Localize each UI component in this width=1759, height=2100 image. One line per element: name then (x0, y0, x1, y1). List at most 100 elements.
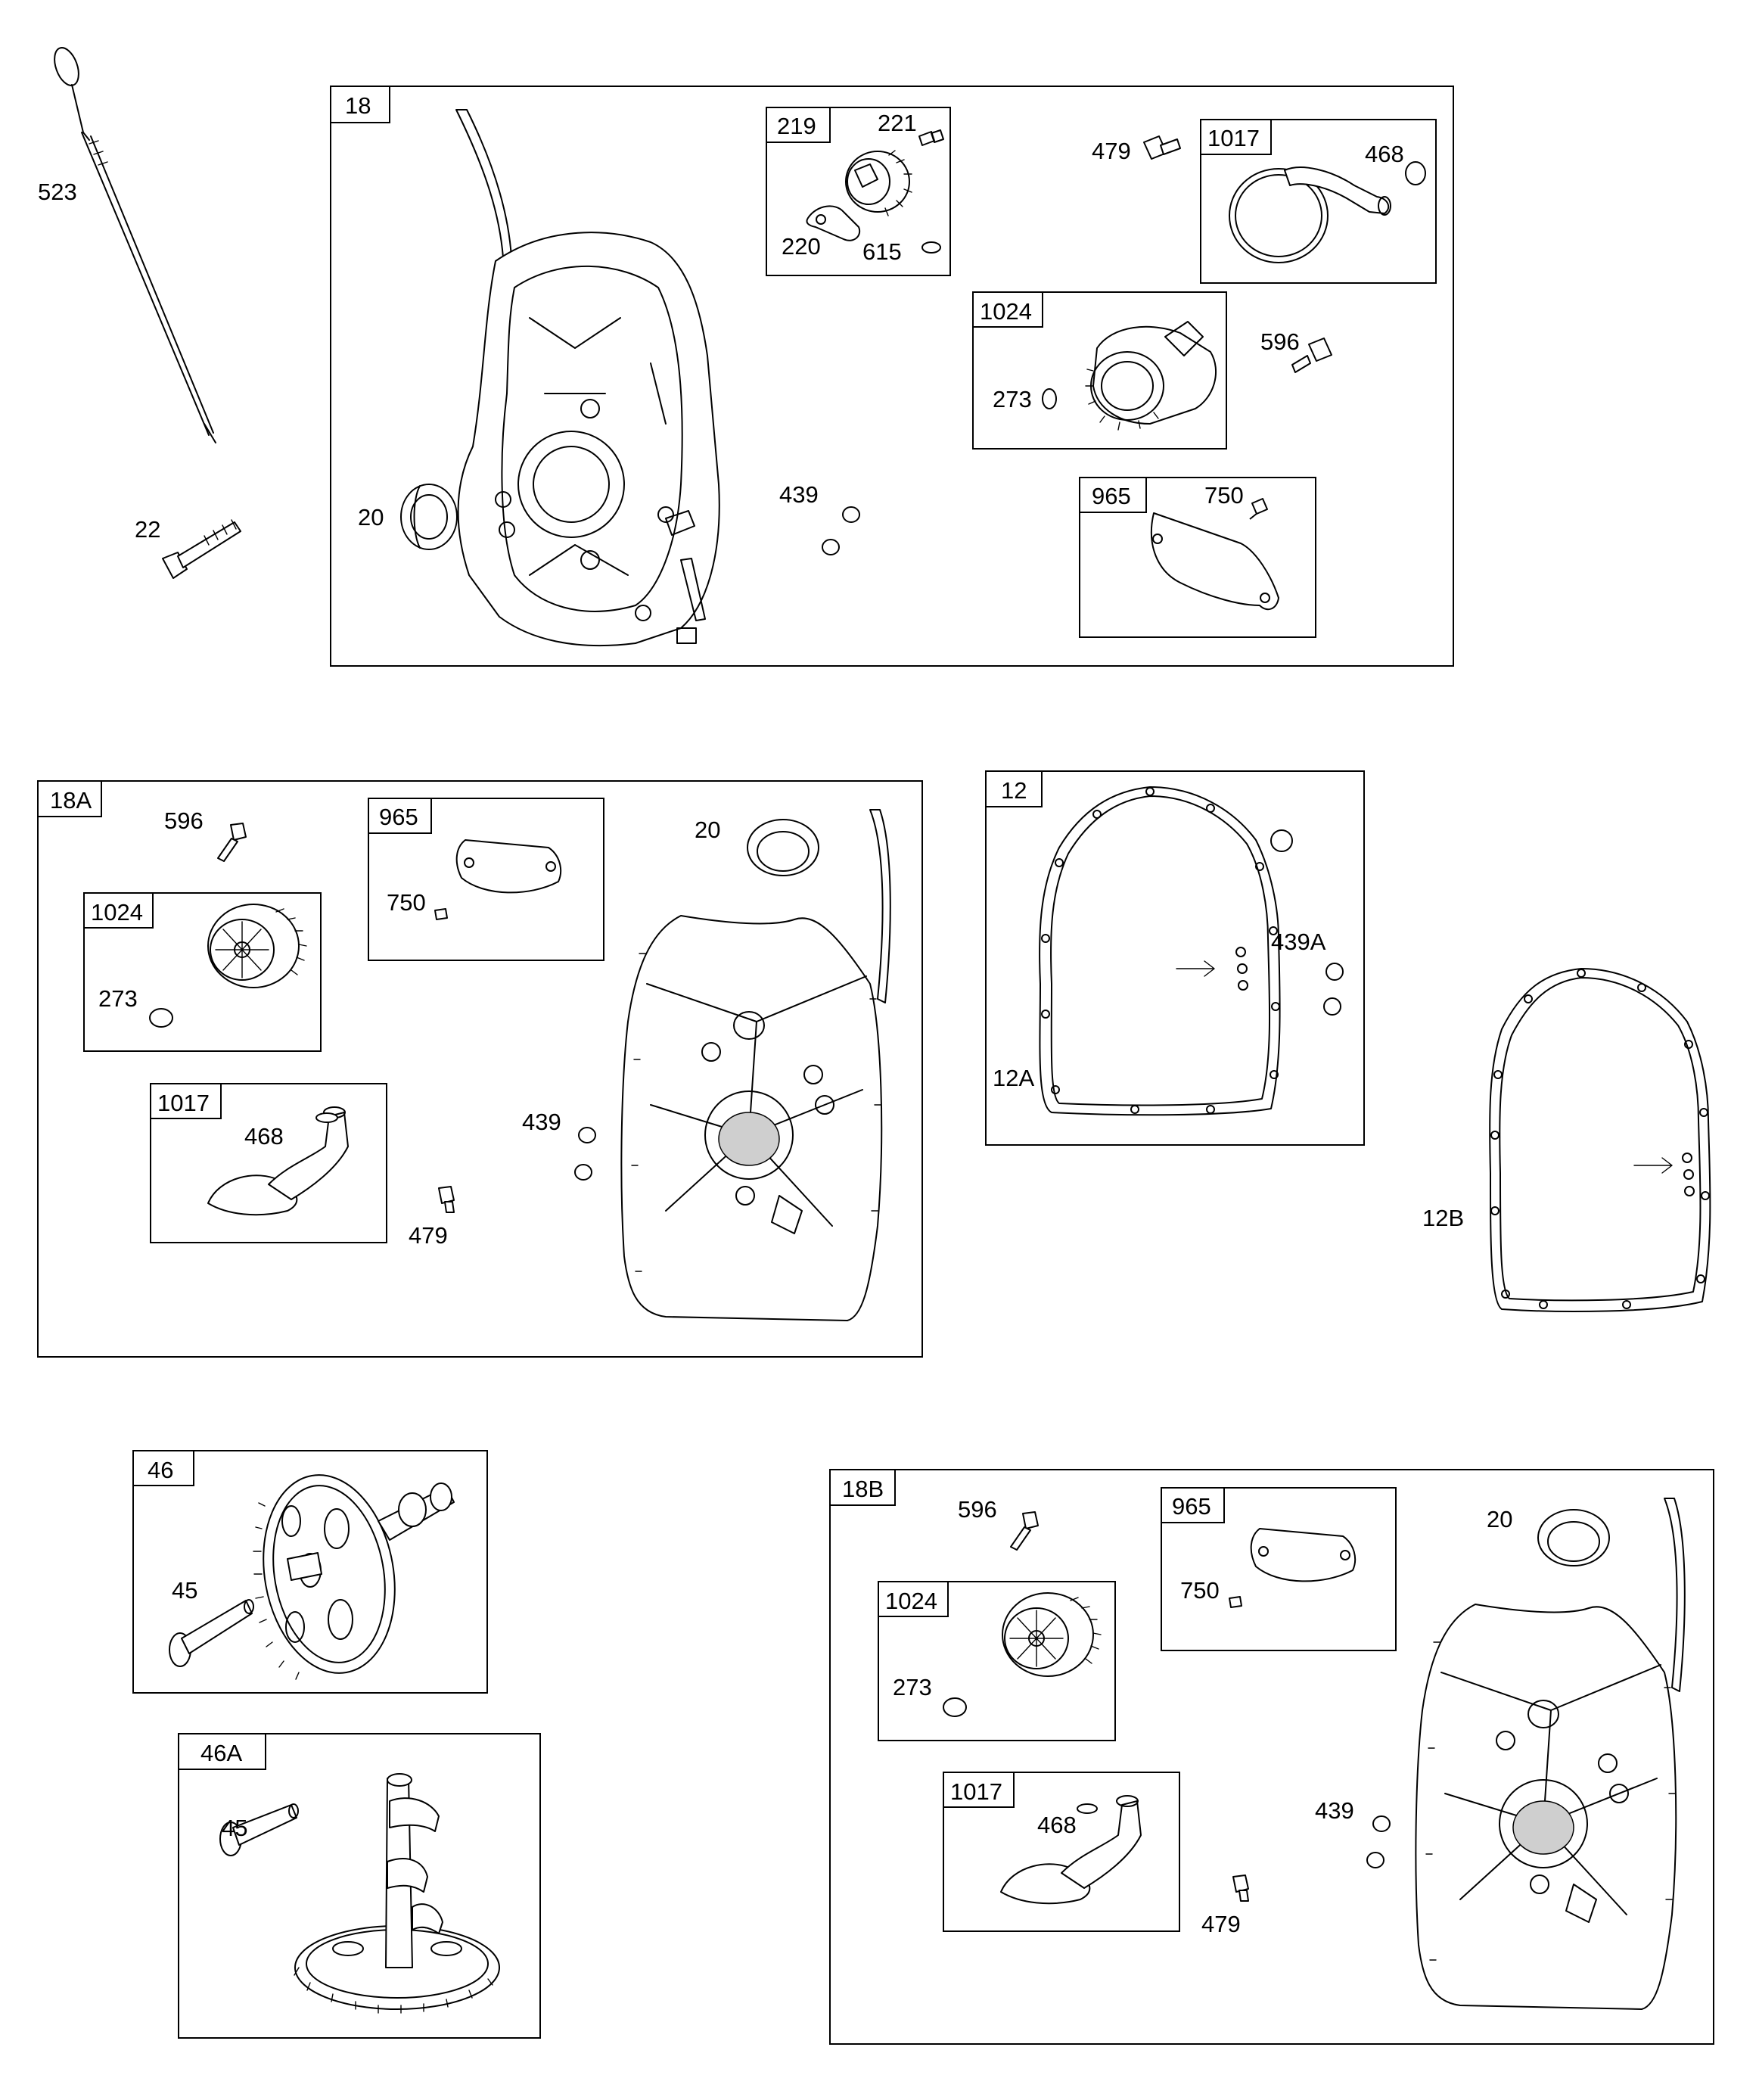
label-615: 615 (862, 238, 902, 265)
label-45: 45 (172, 1577, 197, 1604)
label-596: 596 (1260, 328, 1300, 355)
label-20: 20 (1487, 1506, 1512, 1532)
seal-20 (400, 484, 458, 550)
o-ring-439A (1270, 829, 1293, 852)
o-ring-439 (578, 1127, 596, 1143)
label-22: 22 (135, 516, 160, 543)
o-ring-273 (943, 1697, 967, 1717)
box-219-title: 219 (777, 113, 816, 139)
crankcase-cover (455, 109, 720, 647)
crankcase-cover (620, 809, 891, 1321)
label-12A: 12A (993, 1065, 1034, 1091)
label-273: 273 (98, 985, 138, 1012)
label-596: 596 (958, 1496, 997, 1523)
label-12B: 12B (1422, 1205, 1464, 1231)
seal-20 (1537, 1509, 1610, 1566)
bolt-479 (1143, 135, 1181, 160)
camshaft-gear (294, 1773, 500, 2014)
box-1017-title: 1017 (1207, 125, 1260, 151)
o-ring-468 (315, 1112, 338, 1123)
label-750: 750 (1204, 482, 1244, 509)
label-439: 439 (522, 1109, 561, 1135)
label-750: 750 (1180, 1577, 1220, 1604)
label-468: 468 (244, 1123, 284, 1150)
label-221: 221 (878, 110, 917, 136)
label-20: 20 (358, 504, 384, 530)
label-220: 220 (782, 233, 821, 260)
cover-965 (1150, 512, 1279, 611)
label-479: 479 (1092, 138, 1131, 164)
box-1024: 1024 273 (972, 291, 1227, 450)
bolt-22 (162, 519, 241, 579)
label-273: 273 (993, 386, 1032, 412)
box-219: 219 221 220 615 (766, 107, 951, 276)
oil-pickup (207, 1106, 349, 1216)
screw-750 (1249, 498, 1268, 520)
oil-pump (1002, 1592, 1102, 1677)
washer-615 (921, 241, 941, 254)
label-523: 523 (38, 179, 77, 205)
box-46-title: 46 (148, 1457, 173, 1483)
screw-750 (434, 908, 448, 920)
box-1017-title: 1017 (157, 1090, 210, 1116)
label-439: 439 (779, 481, 819, 508)
gasket-12B (1489, 968, 1711, 1312)
o-ring-273 (1042, 388, 1057, 409)
box-965-title: 965 (1092, 483, 1131, 509)
pin-45 (169, 1599, 254, 1667)
crankcase-cover (1415, 1498, 1686, 2010)
box-1024: 1024 273 (83, 892, 322, 1052)
o-ring-439A (1323, 997, 1341, 1016)
bolt-479 (1232, 1874, 1249, 1902)
seal-20 (747, 819, 819, 876)
o-ring-468 (1405, 161, 1426, 185)
label-479: 479 (1201, 1911, 1241, 1937)
cover-965 (455, 839, 562, 894)
o-ring-439 (1366, 1852, 1385, 1868)
o-ring-439 (1372, 1815, 1391, 1832)
label-468: 468 (1365, 141, 1404, 167)
box-1024: 1024 273 (878, 1581, 1116, 1741)
dipstick-523 (54, 47, 216, 443)
oil-pump (1085, 321, 1217, 431)
bolt-479 (438, 1186, 455, 1213)
box-1017: 1017 468 (150, 1083, 387, 1243)
pin-45 (219, 1803, 299, 1856)
box-1017: 1017 468 (943, 1772, 1180, 1932)
label-45: 45 (222, 1815, 247, 1841)
label-479: 479 (409, 1222, 448, 1249)
box-12-title: 12 (1001, 777, 1027, 804)
oil-pickup (1229, 166, 1391, 263)
gasket-12A (1039, 786, 1281, 1116)
box-18A: 18A 596 965 750 20 1024 (37, 780, 923, 1358)
box-18B-title: 18B (842, 1476, 884, 1502)
box-18B: 18B 596 965 750 20 1024 (829, 1469, 1714, 2045)
box-965: 965 750 (368, 798, 604, 961)
box-1017-title: 1017 (950, 1778, 1002, 1805)
oil-pump (207, 904, 307, 988)
box-1024-title: 1024 (91, 899, 143, 926)
box-965-title: 965 (1172, 1493, 1211, 1520)
o-ring-273 (149, 1008, 173, 1028)
screw-750 (1229, 1596, 1242, 1608)
box-1017: 1017 468 (1200, 119, 1437, 284)
box-46A: 46A 45 (178, 1733, 541, 2039)
box-965: 965 750 (1079, 477, 1316, 638)
box-965-title: 965 (379, 804, 418, 830)
box-46A-title: 46A (200, 1740, 242, 1766)
pin-221 (918, 129, 944, 146)
cover-965 (1250, 1528, 1357, 1582)
label-20: 20 (695, 817, 720, 843)
oil-pickup (1000, 1795, 1142, 1905)
camshaft-gear (253, 1474, 455, 1680)
label-596: 596 (164, 807, 204, 834)
label-750: 750 (387, 889, 426, 916)
label-439A: 439A (1271, 929, 1326, 955)
o-ring-439 (842, 506, 860, 523)
bolt-596 (217, 823, 247, 862)
box-46: 46 45 (132, 1450, 488, 1694)
label-273: 273 (893, 1674, 932, 1700)
box-12: 12 439A 12A (985, 770, 1365, 1146)
governor-gear (845, 150, 912, 216)
